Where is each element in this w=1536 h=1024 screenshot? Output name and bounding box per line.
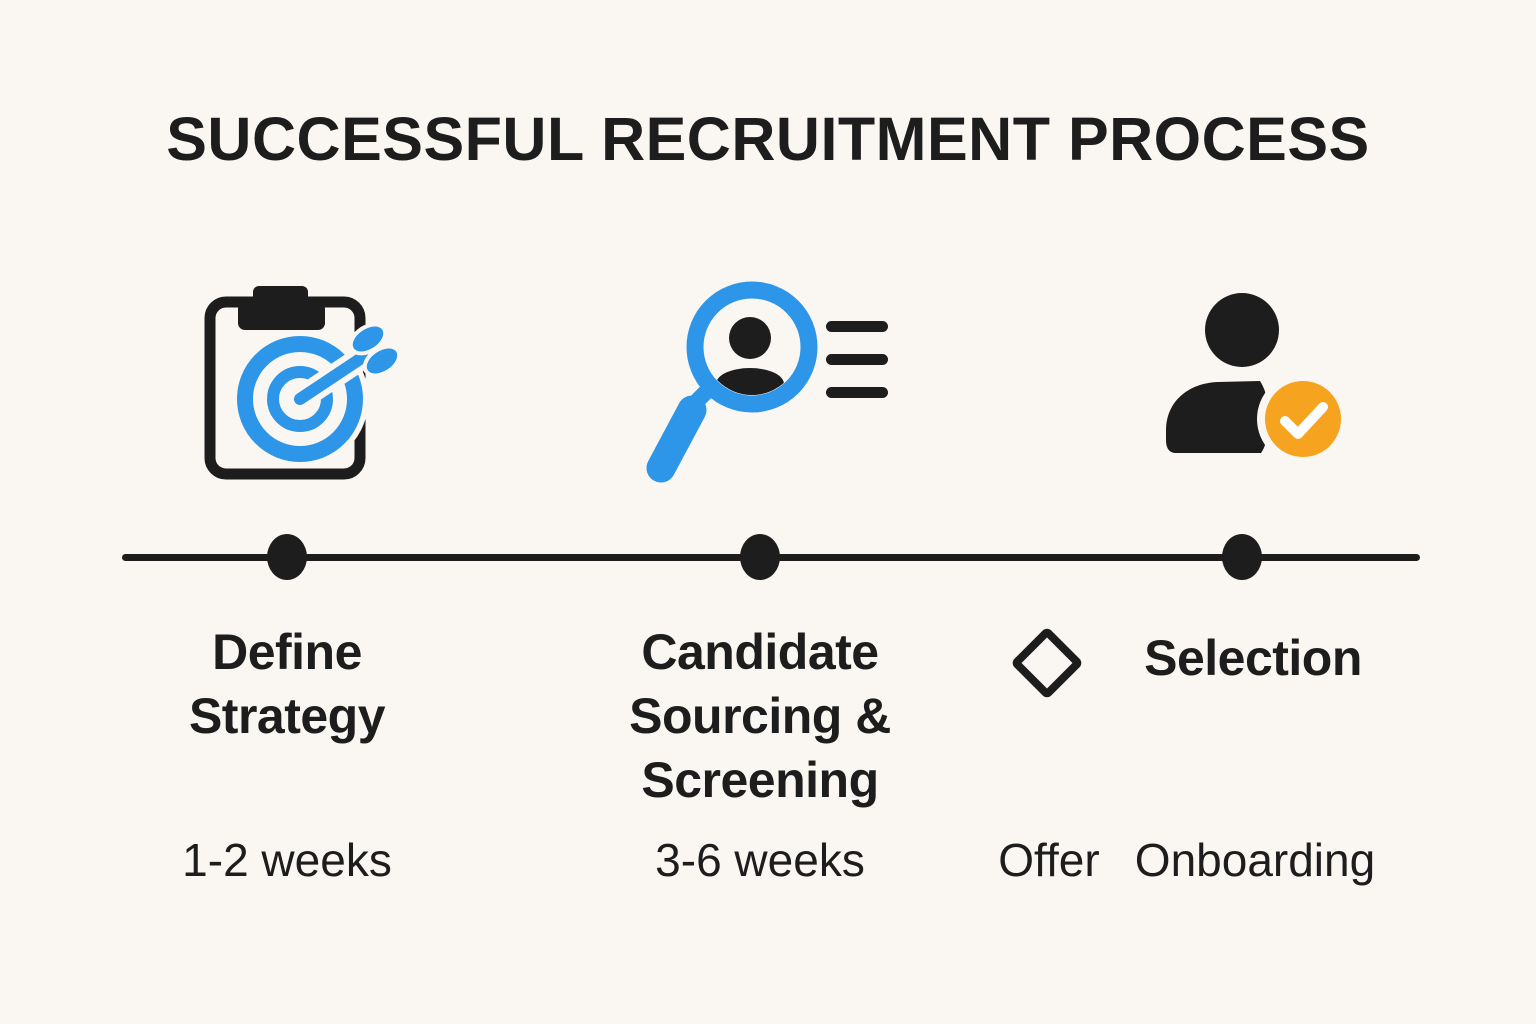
list-lines (826, 321, 888, 398)
stage-label-line: Strategy (188, 688, 386, 744)
stage-label-line: Candidate (641, 624, 879, 680)
sub-step-onboarding: Onboarding (1134, 834, 1376, 886)
person-silhouette (1166, 293, 1279, 453)
stage-duration: 3-6 weeks (655, 834, 865, 886)
page-title: SUCCESSFUL RECRUITMENT PROCESS (166, 105, 1370, 173)
dart-arrow (288, 322, 402, 411)
stage-label-define-strategy: Define Strategy (87, 620, 487, 748)
timeline-dot (740, 534, 780, 580)
candidate-search-icon (628, 270, 918, 515)
candidate-silhouette (716, 317, 784, 395)
timeline-dot (267, 534, 307, 580)
clipboard-target-icon (188, 282, 408, 492)
stage-duration: 1-2 weeks (182, 834, 392, 886)
stage-label-line: Sourcing & (629, 688, 891, 744)
candidate-search-svg (646, 281, 888, 483)
magnifier-glass (646, 281, 818, 483)
stage-label-candidate-sourcing: Candidate Sourcing & Screening (560, 620, 960, 812)
person-check-svg (1166, 293, 1346, 465)
sub-step-offer: Offer (998, 834, 1100, 886)
stage-label-line: Screening (641, 752, 879, 808)
clipboard-target-svg (204, 286, 402, 480)
stage-label-line: Selection (1144, 630, 1362, 686)
stage-label-selection: Selection (1053, 630, 1453, 686)
stage-label-line: Define (212, 624, 362, 680)
person-check-icon (1156, 290, 1346, 465)
timeline-dot (1222, 534, 1262, 580)
check-badge (1257, 373, 1346, 465)
